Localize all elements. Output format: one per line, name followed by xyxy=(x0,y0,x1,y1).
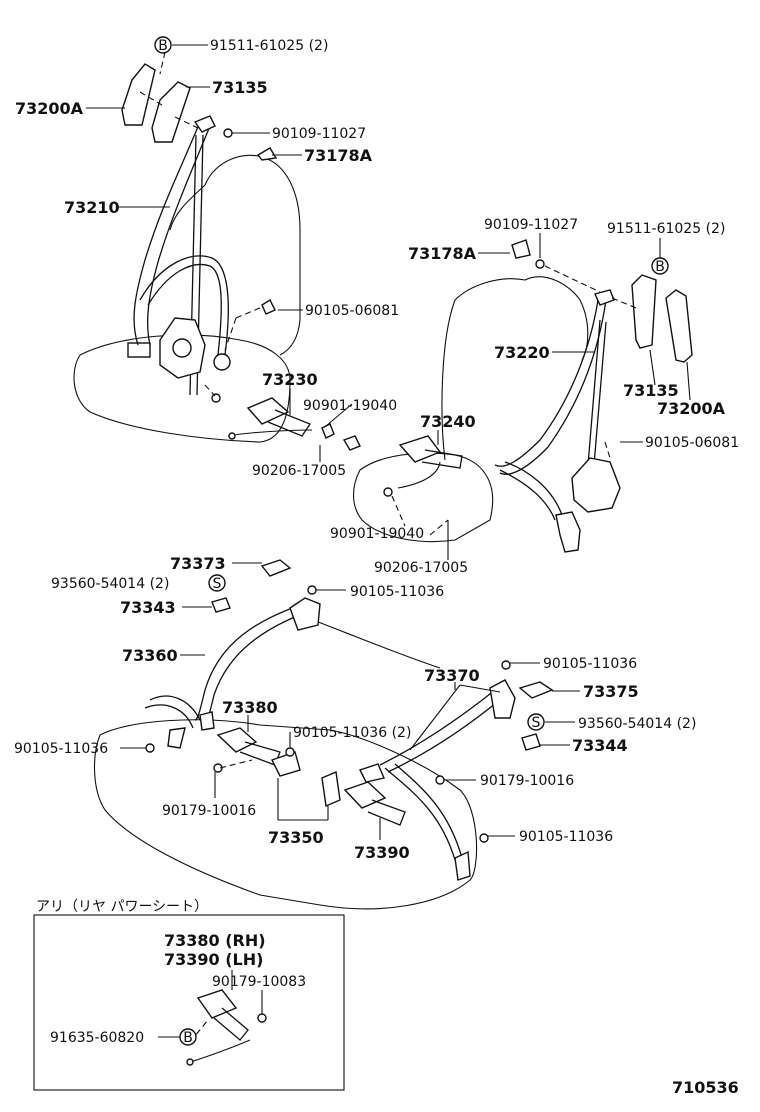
belt-73210 xyxy=(133,115,231,396)
cover-73344-icon xyxy=(521,733,541,751)
diagram-code: 710536 xyxy=(672,1078,739,1097)
label-73350: 73350 xyxy=(268,828,324,847)
rear-small-parts xyxy=(145,559,554,843)
marker-s-left: S xyxy=(208,574,226,592)
buckle-73230 xyxy=(227,397,361,451)
rear-buckles xyxy=(213,727,445,826)
label-90105-11036-2: 90105-11036 (2) xyxy=(293,725,411,741)
label-73360: 73360 xyxy=(122,646,178,665)
label-73380-rh: 73380 (RH) xyxy=(164,931,266,950)
cover-73343-icon xyxy=(211,597,231,613)
label-73230: 73230 xyxy=(262,370,318,389)
adjuster-parts-right xyxy=(631,274,693,363)
cover-73135-icon xyxy=(151,81,191,143)
retractor-rear-right-icon xyxy=(489,679,516,719)
buckle-73350-a-icon xyxy=(271,751,301,777)
leaders-lower xyxy=(120,562,580,840)
label-73178A-right: 73178A xyxy=(408,244,477,263)
label-90105-11036-a: 90105-11036 xyxy=(350,584,444,600)
label-93560-54014-right: 93560-54014 (2) xyxy=(578,716,696,732)
label-73373: 73373 xyxy=(170,554,226,573)
adjuster-anchor-73200A-right-icon xyxy=(665,289,693,363)
leaders-upper-left xyxy=(86,44,353,462)
label-73380: 73380 xyxy=(222,698,278,717)
belt-73370 xyxy=(359,679,516,881)
label-73135-top: 73135 xyxy=(212,78,268,97)
label-91511-61025-top: 91511-61025 (2) xyxy=(210,38,328,54)
label-73390-lh: 73390 (LH) xyxy=(164,950,263,969)
label-73200A-top: 73200A xyxy=(15,99,84,118)
label-73375: 73375 xyxy=(583,682,639,701)
label-73210: 73210 xyxy=(64,198,120,217)
adjuster-anchor-73200A-icon xyxy=(121,63,156,126)
label-73200A-right: 73200A xyxy=(657,399,726,418)
buckle-right-icon xyxy=(398,435,442,463)
label-91511-61025-right: 91511-61025 (2) xyxy=(607,221,725,237)
buckle-icon xyxy=(246,397,290,425)
leaders-middle-right xyxy=(391,233,691,560)
buckle-73240 xyxy=(383,435,463,497)
buckle-73350-b-icon xyxy=(321,770,341,808)
label-91635-60820: 91635-60820 xyxy=(50,1030,144,1046)
marker-b-top: B xyxy=(154,36,172,54)
label-90105-06081-right: 90105-06081 xyxy=(645,435,739,451)
label-73240: 73240 xyxy=(420,412,476,431)
svg-text:B: B xyxy=(655,259,665,275)
retractor-rear-left-icon xyxy=(289,597,321,631)
label-90105-06081-left: 90105-06081 xyxy=(305,303,399,319)
label-73370: 73370 xyxy=(424,666,480,685)
label-73344: 73344 xyxy=(572,736,628,755)
label-90105-11036-d: 90105-11036 xyxy=(519,829,613,845)
label-93560-54014-left: 93560-54014 (2) xyxy=(51,576,169,592)
cover-73375-icon xyxy=(518,681,554,699)
label-73343: 73343 xyxy=(120,598,176,617)
marker-s-right: S xyxy=(527,713,545,731)
label-73178A-left: 73178A xyxy=(304,146,373,165)
label-90105-11036-c: 90105-11036 xyxy=(14,741,108,757)
retractor-right-icon xyxy=(571,457,621,513)
label-90179-10083: 90179-10083 xyxy=(212,974,306,990)
label-90901-19040-mid: 90901-19040 xyxy=(330,526,424,542)
label-73135-right: 73135 xyxy=(623,381,679,400)
svg-text:S: S xyxy=(532,715,541,731)
belt-73360 xyxy=(144,597,321,749)
label-73390: 73390 xyxy=(354,843,410,862)
inset-title: アリ（リヤ パワーシート） xyxy=(36,899,208,915)
marker-b-right: B xyxy=(651,257,669,275)
svg-text:S: S xyxy=(213,576,222,592)
buckle-inset-icon xyxy=(196,989,238,1019)
marker-b-inset: B xyxy=(179,1028,197,1046)
label-90105-11036-b: 90105-11036 xyxy=(543,656,637,672)
label-73220: 73220 xyxy=(494,343,550,362)
label-90109-11027-left: 90109-11027 xyxy=(272,126,366,142)
buckle-73380-icon xyxy=(216,727,258,753)
label-90206-17005-top: 90206-17005 xyxy=(252,463,346,479)
label-90206-17005-mid: 90206-17005 xyxy=(374,560,468,576)
cover-73373-icon xyxy=(260,559,292,577)
label-90179-10016-right: 90179-10016 xyxy=(480,773,574,789)
svg-text:B: B xyxy=(183,1030,193,1046)
label-90179-10016-left: 90179-10016 xyxy=(162,803,256,819)
belt-anchor-plate-icon xyxy=(127,342,151,358)
buckle-73390-icon xyxy=(343,781,387,809)
adjuster-parts-left xyxy=(121,63,278,403)
svg-text:B: B xyxy=(158,38,168,54)
belt-73220 xyxy=(494,239,621,553)
label-90901-19040-top: 90901-19040 xyxy=(303,398,397,414)
cover-73135-right-icon xyxy=(631,274,657,349)
label-90109-11027-right: 90109-11027 xyxy=(484,217,578,233)
inset-rear-power-seat xyxy=(33,914,345,1091)
